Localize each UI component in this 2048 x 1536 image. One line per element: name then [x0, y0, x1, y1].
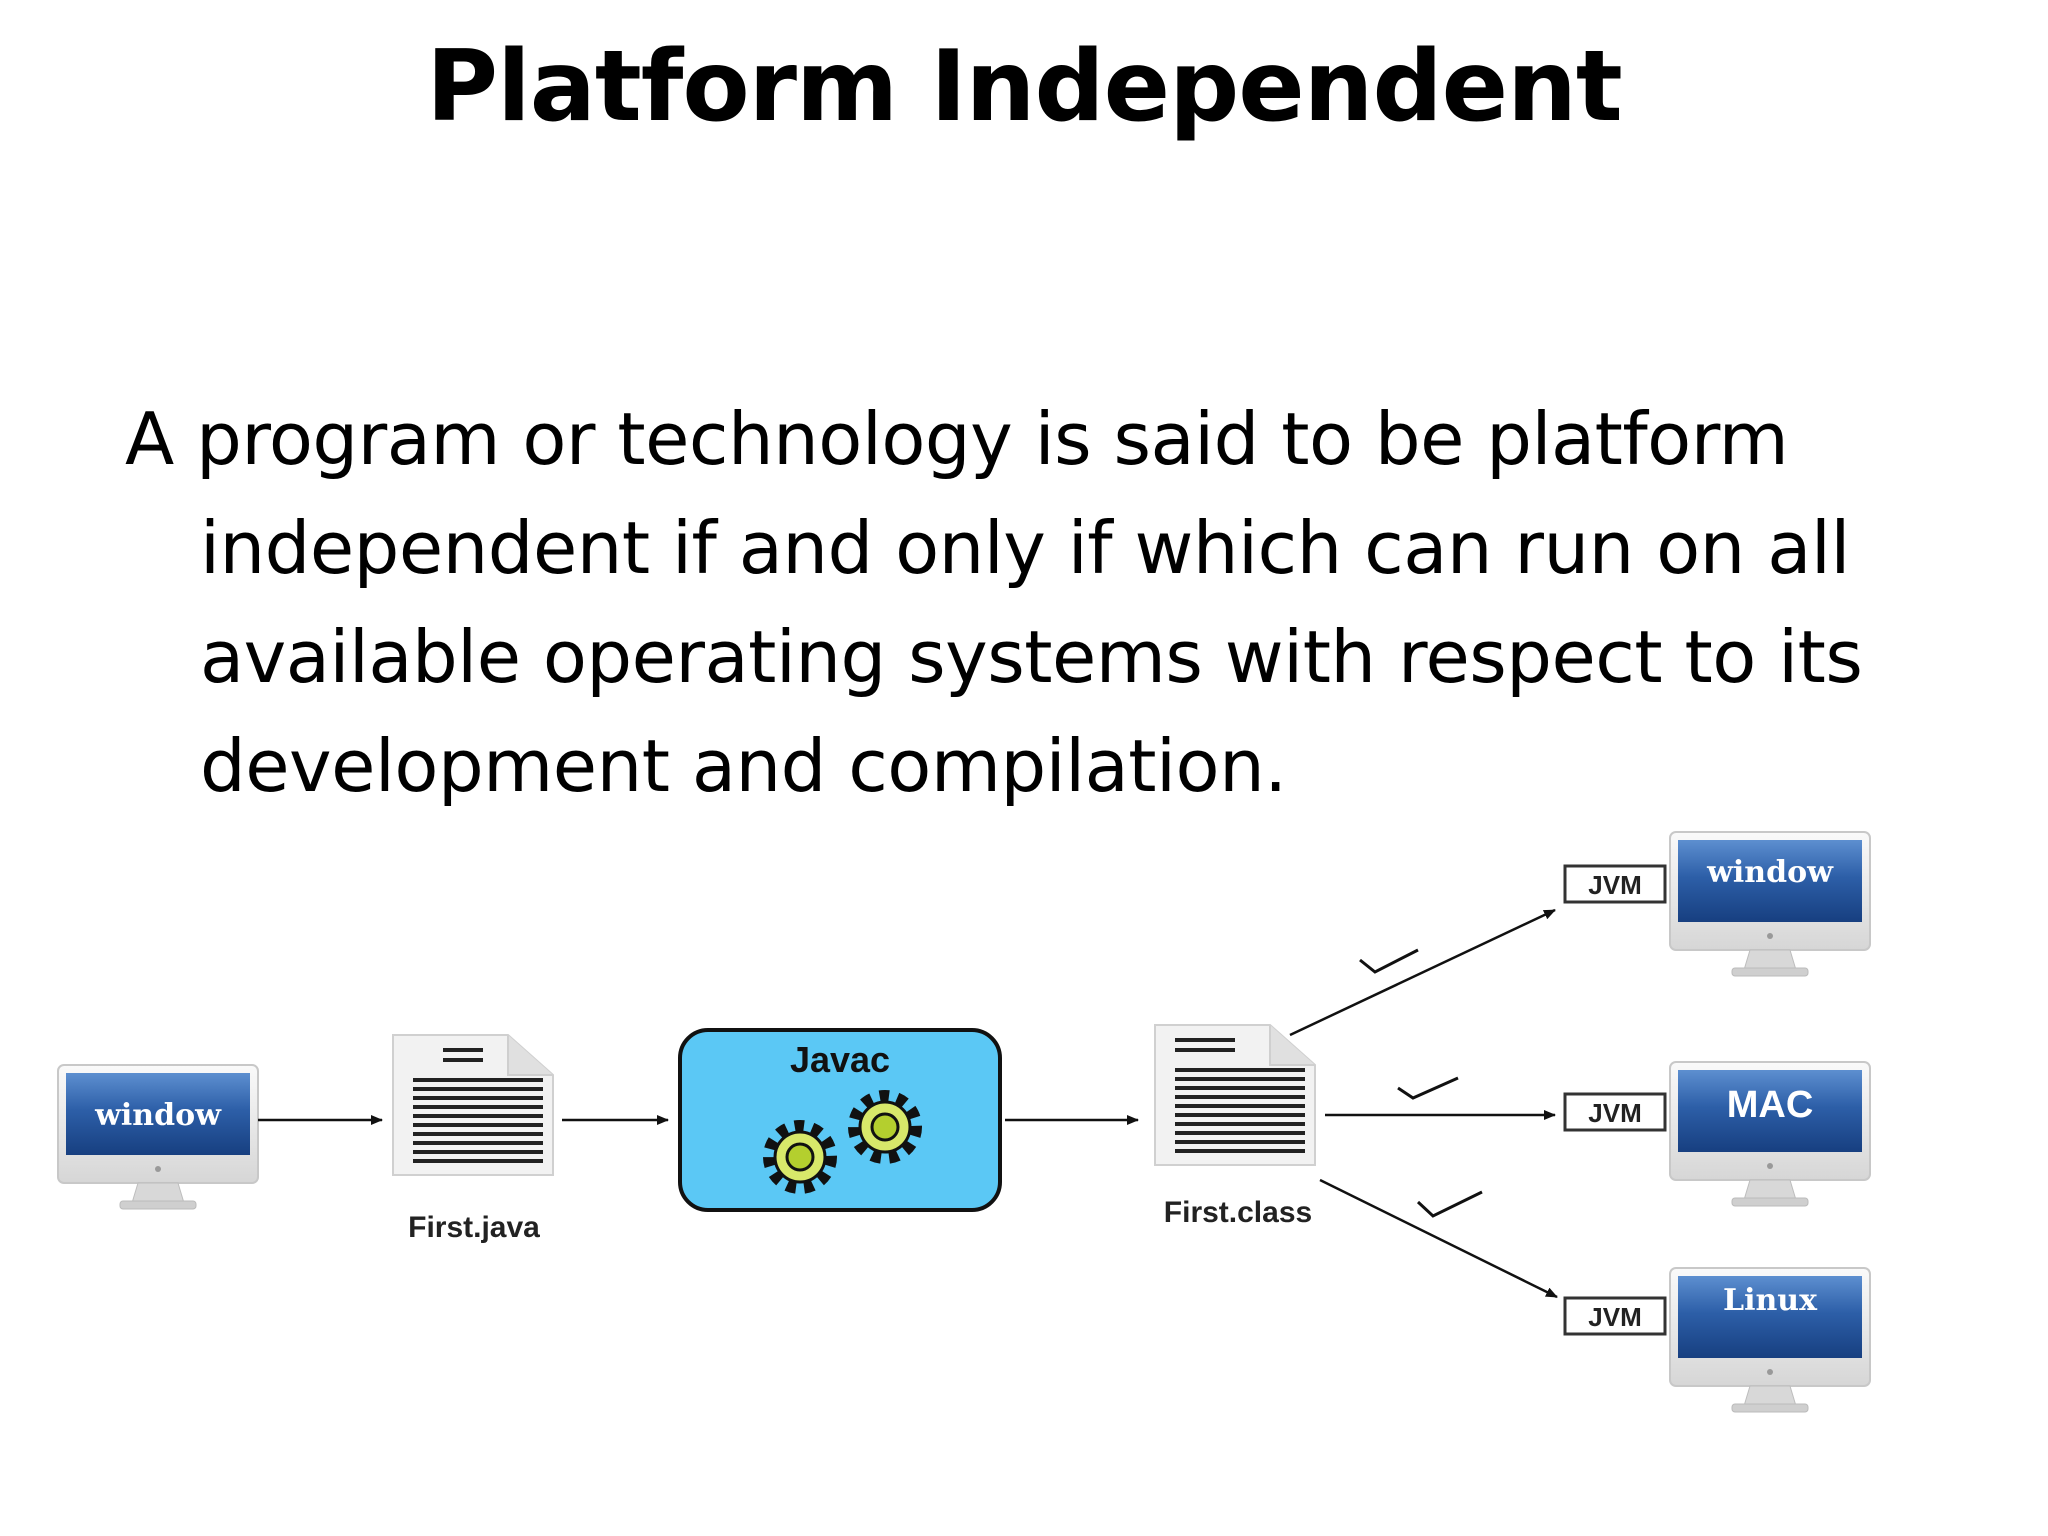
arrow-class-to-linux: [1319, 1178, 1558, 1299]
class-file-icon: [1154, 1024, 1316, 1166]
svg-text:window: window: [1706, 855, 1834, 890]
class-file-label: First.class: [1164, 1196, 1312, 1229]
javac-label: Javac: [790, 1039, 890, 1080]
svg-text:MAC: MAC: [1727, 1084, 1814, 1126]
arrow-class-to-window: [1289, 908, 1556, 1037]
svg-text:JVM: JVM: [1588, 1098, 1641, 1128]
target-monitor-window: window: [1669, 831, 1871, 977]
jvm-box: JVM: [1563, 1092, 1667, 1132]
slide-title: Platform Independent: [426, 30, 1622, 144]
jvm-box: JVM: [1563, 864, 1667, 904]
javac-compiler-box: Javac: [678, 1028, 1002, 1212]
jvm-box: JVM: [1563, 1296, 1667, 1336]
java-file-icon: [392, 1034, 554, 1176]
svg-text:JVM: JVM: [1588, 1302, 1641, 1332]
check-icon: [1397, 1076, 1459, 1100]
definition-text: A program or technology is said to be pl…: [125, 397, 1863, 808]
source-monitor-label: window: [94, 1098, 222, 1133]
check-icon: [1359, 948, 1419, 974]
java-file-label: First.java: [408, 1211, 540, 1244]
svg-text:JVM: JVM: [1588, 870, 1641, 900]
check-icon: [1416, 1190, 1483, 1218]
svg-text:Linux: Linux: [1723, 1283, 1818, 1318]
target-monitor-linux: Linux: [1669, 1267, 1871, 1413]
source-monitor: window: [57, 1064, 259, 1210]
target-monitor-mac: MAC: [1669, 1061, 1871, 1207]
